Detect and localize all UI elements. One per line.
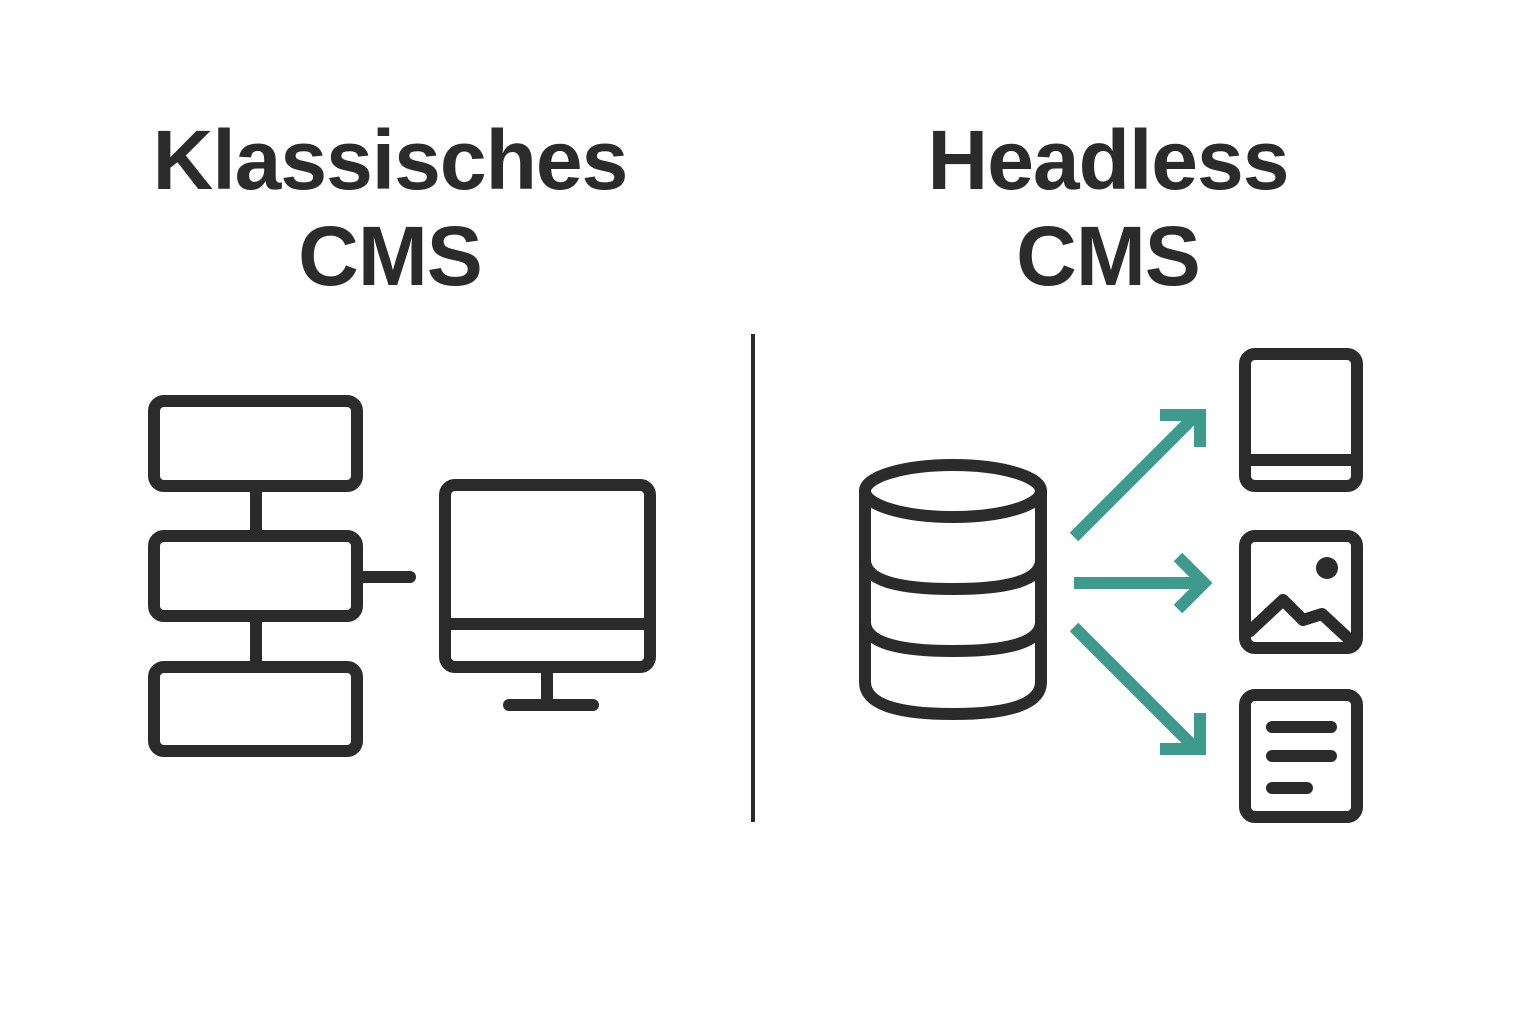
arrow-up-right-icon <box>1069 409 1206 542</box>
arrow-right-icon <box>1074 552 1213 614</box>
classic-cms-title-line1: Klassisches <box>152 113 629 207</box>
arrows <box>1069 409 1213 755</box>
document-frame <box>1239 689 1363 823</box>
database-ring-2 <box>859 616 1047 657</box>
block-bottom <box>148 661 363 757</box>
monitor-icon <box>439 479 656 711</box>
database-icon <box>859 459 1047 720</box>
database-ring-1 <box>859 554 1047 595</box>
database-body <box>859 485 1047 720</box>
tablet-frame <box>1239 348 1363 492</box>
headless-cms-title: Headless CMS <box>808 112 1408 304</box>
image-sun <box>1316 557 1338 579</box>
block-middle <box>148 530 363 622</box>
headless-cms-title-line2: CMS <box>1016 209 1201 303</box>
classic-cms-title: Klassisches CMS <box>90 112 690 304</box>
arrow-down-right-icon <box>1069 622 1206 755</box>
image-mountain <box>1244 594 1356 646</box>
headless-cms-title-line1: Headless <box>927 113 1290 207</box>
image-frame <box>1239 530 1363 654</box>
document-icon <box>1239 689 1363 823</box>
image-icon <box>1239 530 1363 654</box>
database-top <box>859 459 1047 523</box>
block-top <box>148 395 363 492</box>
monitor-frame <box>439 479 656 673</box>
tablet-icon <box>1239 348 1363 492</box>
stacked-blocks-icon <box>148 395 416 757</box>
classic-cms-title-line2: CMS <box>298 209 483 303</box>
